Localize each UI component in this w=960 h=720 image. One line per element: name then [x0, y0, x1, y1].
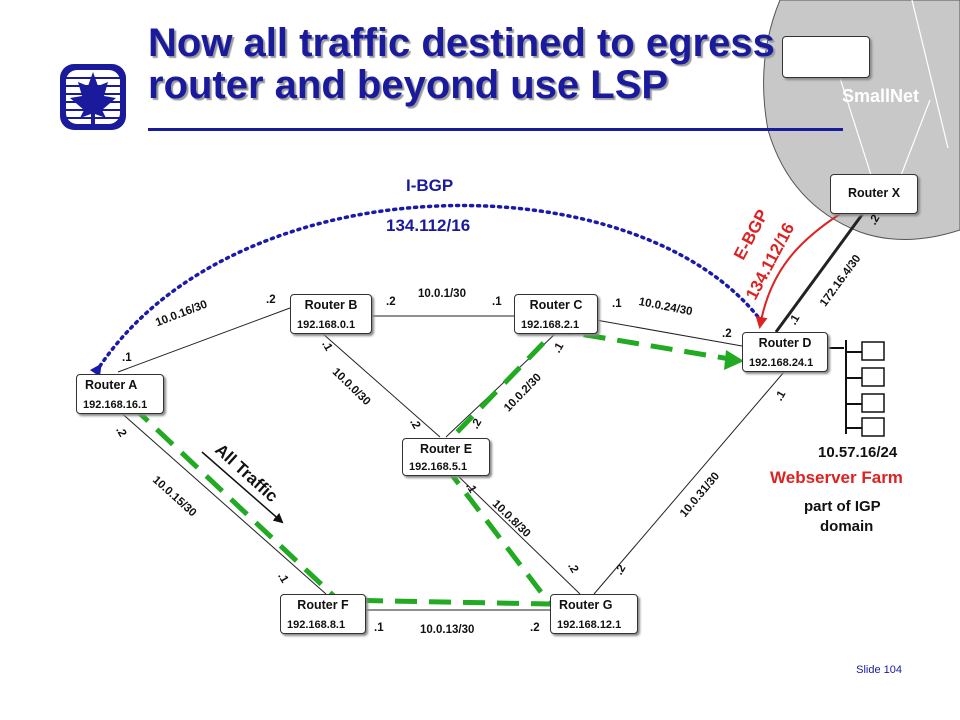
server-icon	[861, 417, 885, 437]
farm-prefix: 10.57.16/24	[818, 444, 898, 461]
webserver-farm-bus	[826, 340, 862, 434]
link-e-g	[455, 473, 581, 595]
router-b[interactable]: Router B 192.168.0.1	[290, 294, 372, 334]
link-d-x[interactable]	[774, 211, 866, 333]
ebgp-arrow	[755, 213, 841, 329]
ibgp-label: I-BGP	[406, 176, 454, 195]
router-b-ip: 192.168.0.1	[297, 319, 356, 331]
port-d-c: .2	[722, 328, 732, 340]
slide-title: Now all traffic destined to egress route…	[148, 22, 868, 106]
server-icon	[861, 393, 885, 413]
router-f-name: Router F	[297, 598, 349, 612]
port-c-b: .1	[492, 296, 502, 308]
farm-label: Webserver Farm	[770, 468, 903, 487]
port-g-f: .2	[530, 622, 540, 634]
router-c-name: Router C	[529, 298, 583, 312]
smallnet-top-box[interactable]: SmallNet	[782, 36, 870, 78]
router-e-ip: 192.168.5.1	[409, 461, 468, 473]
cloud-inner-line-1	[911, 0, 949, 149]
traffic-arrow	[201, 451, 284, 524]
server-icon	[861, 367, 885, 387]
port-f-g: .1	[374, 622, 384, 634]
ibgp-arc	[89, 203, 764, 377]
lsp-path	[130, 327, 737, 607]
port-a-b: .1	[122, 352, 132, 364]
title-underline	[148, 128, 843, 131]
ibgp-prefix: 134.112/16	[386, 216, 471, 235]
router-e-name: Router E	[419, 442, 473, 456]
cloud-inner-line-2	[839, 77, 873, 179]
router-c[interactable]: Router C 192.168.2.1	[514, 294, 598, 334]
router-a-ip: 192.168.16.1	[83, 399, 148, 411]
link-c-d	[595, 319, 743, 347]
router-x-name: Router X	[847, 186, 901, 200]
lsp-arrowhead	[724, 350, 744, 370]
smallnet-label: SmallNet	[842, 86, 920, 106]
router-e[interactable]: Router E 192.168.5.1	[402, 438, 490, 476]
title-line-2: router and beyond use LSP	[148, 63, 669, 107]
title-line-1: Now all traffic destined to egress	[148, 21, 775, 65]
router-f[interactable]: Router F 192.168.8.1	[280, 594, 366, 634]
port-b-c: .2	[386, 296, 396, 308]
port-c-d: .1	[612, 298, 622, 310]
farm-note-1: part of IGP	[804, 498, 881, 515]
router-c-ip: 192.168.2.1	[521, 319, 580, 331]
router-g-name: Router G	[559, 598, 613, 612]
port-b-a: .2	[266, 294, 276, 306]
router-a-name: Router A	[85, 378, 138, 392]
link-label-fg: 10.0.13/30	[420, 624, 475, 636]
router-f-ip: 192.168.8.1	[287, 619, 346, 631]
router-g[interactable]: Router G 192.168.12.1	[550, 594, 638, 634]
server-icon	[861, 341, 885, 361]
router-d-name: Router D	[758, 336, 812, 350]
server-icons	[861, 341, 885, 437]
router-d-ip: 192.168.24.1	[749, 357, 814, 369]
router-g-ip: 192.168.12.1	[557, 619, 622, 631]
link-label-bc: 10.0.1/30	[418, 288, 466, 300]
router-d[interactable]: Router D 192.168.24.1	[742, 332, 828, 372]
link-g-d	[593, 371, 785, 595]
router-x[interactable]: Router X	[830, 174, 918, 214]
link-b-e	[321, 332, 441, 438]
smallnet-top-box-label: SmallNet	[793, 51, 845, 65]
router-a[interactable]: Router A 192.168.16.1	[76, 374, 164, 414]
slide-number: Slide 104	[856, 664, 902, 676]
farm-note-2: domain	[820, 518, 874, 535]
router-b-name: Router B	[304, 298, 358, 312]
maple-leaf-logo-icon	[60, 64, 126, 130]
cloud-inner-line-3	[899, 99, 931, 179]
link-a-f	[117, 409, 327, 595]
link-a-b	[117, 307, 291, 373]
